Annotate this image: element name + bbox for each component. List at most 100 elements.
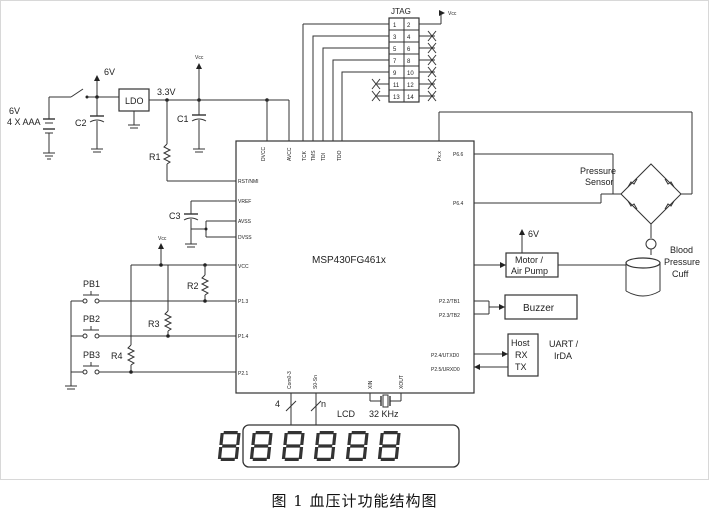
pin-pxx: Px.x	[437, 151, 443, 161]
lcd-digit-2-segment	[254, 444, 269, 448]
vcc-top-label: Vᴄᴄ	[195, 55, 204, 61]
lcd-digit-5-segment	[362, 447, 368, 459]
lcd-digit-6-segment	[382, 444, 397, 448]
lcd-digit-3-segment	[300, 433, 305, 445]
jtag-pin-4: 4	[407, 35, 411, 41]
bus-seg-label: n	[321, 399, 326, 409]
c3-label: C3	[169, 211, 181, 221]
pin-p2-2: P2.2/TB1	[439, 299, 460, 305]
jtag-pin-14: 14	[407, 95, 414, 101]
pin-dvss: DVSS	[238, 235, 252, 241]
pressure-sensor-label-1: Pressure	[580, 166, 616, 176]
pin-avcc: AVCC	[287, 147, 293, 161]
lcd-digit-1-segment	[234, 447, 240, 459]
lcd-digit-3-segment	[286, 444, 301, 448]
pin-tck: TCK	[302, 150, 308, 161]
pin-vref: VREF	[238, 199, 251, 205]
jtag-title: JTAG	[391, 7, 411, 16]
pin-p2-1: P2.1	[238, 371, 249, 377]
pin-p2-3: P2.3/TB2	[439, 313, 460, 319]
pressure-sensor-bridge	[620, 163, 682, 225]
lcd-digits	[217, 431, 401, 461]
lcd-digit-1-segment	[219, 433, 224, 445]
pin-tdi: TDI	[321, 153, 327, 161]
lcd-digit-2-segment	[255, 431, 270, 435]
host-rx-label: RX	[515, 350, 528, 360]
jtag-pin-3: 3	[393, 35, 397, 41]
lcd-digit-1-segment	[223, 431, 238, 435]
lcd-digit-5-segment	[364, 433, 369, 445]
lcd-digit-2-segment	[252, 457, 267, 461]
lcd-digit-5-segment	[347, 433, 352, 445]
jtag-pin-9: 9	[393, 71, 397, 77]
pin-com: Com0-3	[287, 371, 293, 389]
lcd-digit-2-segment	[266, 447, 272, 459]
pb3-label: PB3	[83, 350, 100, 360]
jtag-pin-5: 5	[393, 47, 397, 53]
lcd-digit-2-segment	[249, 447, 255, 459]
lcd-digit-5-segment	[351, 431, 366, 435]
lcd-digit-5-segment	[350, 444, 365, 448]
lcd-digit-6-segment	[383, 431, 398, 435]
pb3-button	[71, 362, 101, 375]
r2-label: R2	[187, 281, 199, 291]
host-label: Host	[511, 338, 530, 348]
buzzer-box	[504, 294, 578, 320]
jtag-pin-10: 10	[407, 71, 414, 77]
pb2-label: PB2	[83, 314, 100, 324]
cuff-label-3: Cuff	[672, 269, 689, 279]
pin-p6-4: P6.4	[453, 201, 464, 207]
host-tx-label: TX	[515, 362, 527, 372]
cuff-label-2: Pressure	[664, 257, 700, 267]
lcd-digit-4-segment	[315, 433, 320, 445]
pin-p2-5: P2.5/URXD0	[431, 367, 460, 373]
uart-label-2: IrDA	[554, 351, 572, 361]
lcd-digit-3-segment	[284, 457, 299, 461]
rail-6v-label: 6V	[104, 67, 115, 77]
lcd-digit-2-segment	[268, 433, 273, 445]
pin-vcc: VCC	[238, 264, 249, 270]
buzzer-label: Buzzer	[523, 303, 555, 314]
lcd-digit-4-segment	[318, 444, 333, 448]
pb2-button	[71, 326, 101, 339]
motor-label-2: Air Pump	[511, 266, 548, 276]
jtag-pin-2: 2	[407, 23, 411, 29]
lcd-label: LCD	[337, 409, 356, 419]
pressure-sensor-label-2: Sensor	[585, 177, 614, 187]
host-box	[507, 333, 539, 377]
uart-label-1: UART /	[549, 339, 579, 349]
pin-xin: XIN	[368, 380, 374, 389]
schematic-frame: 6V 4 X AAA 6V C2 LDO 3.3V Vᴄᴄ C1 R1 MSP	[0, 0, 709, 480]
battery-voltage-label: 6V	[9, 106, 20, 116]
jtag-vcc-label: Vᴄᴄ	[448, 11, 457, 17]
motor-box	[505, 252, 559, 278]
jtag-pin-1: 1	[393, 23, 397, 29]
lcd-digit-6-segment	[396, 433, 401, 445]
block-diagram: 6V 4 X AAA 6V C2 LDO 3.3V Vᴄᴄ C1 R1 MSP	[7, 7, 700, 468]
jtag-pin-12: 12	[407, 83, 414, 89]
r3-label: R3	[148, 319, 160, 329]
vcc-left-label: Vᴄᴄ	[158, 236, 167, 242]
cuff-label-1: Blood	[670, 245, 693, 255]
jtag-pin-7: 7	[393, 59, 397, 65]
pin-p1-3: P1.3	[238, 299, 249, 305]
lcd-digit-5-segment	[348, 457, 363, 461]
bus-com-label: 4	[275, 399, 280, 409]
lcd-digit-3-segment	[287, 431, 302, 435]
r1-label: R1	[149, 152, 161, 162]
lcd-digit-1-segment	[236, 433, 241, 445]
lcd-digit-6-segment	[380, 457, 395, 461]
mcu-name: MSP430FG461x	[312, 255, 386, 266]
rail-3v3-label: 3.3V	[157, 87, 176, 97]
pin-tms: TMS	[311, 150, 317, 161]
jtag-pin-13: 13	[393, 95, 400, 101]
motor-supply-label: 6V	[528, 229, 539, 239]
lcd-digit-4-segment	[319, 431, 334, 435]
lcd-digit-3-segment	[283, 433, 288, 445]
battery	[43, 97, 55, 160]
blood-pressure-cuff	[625, 257, 661, 297]
lcd-digit-3-segment	[281, 447, 287, 459]
pin-dvcc: DVCC	[261, 146, 267, 161]
c1-label: C1	[177, 114, 189, 124]
lcd-digit-4-segment	[313, 447, 319, 459]
